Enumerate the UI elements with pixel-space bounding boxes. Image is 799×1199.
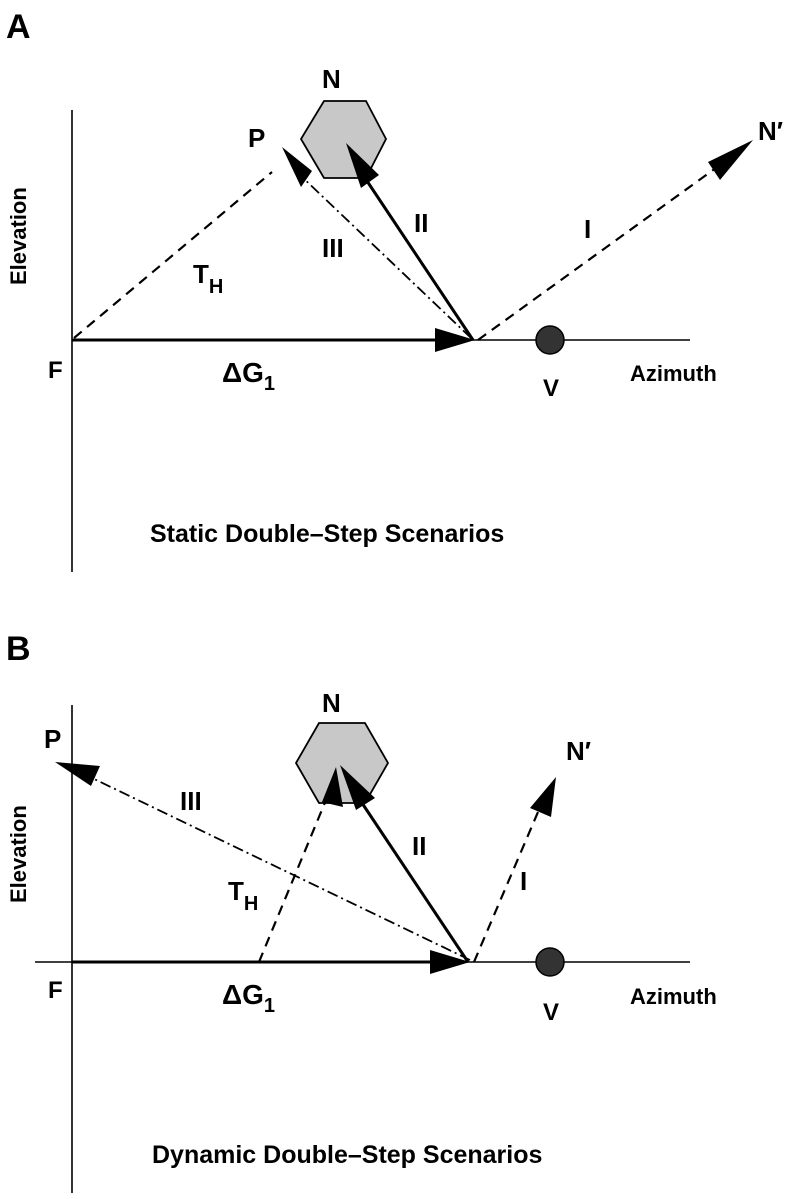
route-iii-vector	[89, 776, 471, 961]
point-v-circle	[535, 325, 565, 355]
target-p-label: P	[248, 123, 265, 153]
elevation-axis-label: Elevation	[6, 187, 31, 285]
route-ii-arrowhead	[346, 143, 379, 188]
elevation-axis-label: Elevation	[6, 805, 31, 903]
target-n-hexagon	[294, 722, 390, 804]
point-v-circle	[535, 947, 565, 977]
route-i-vector	[477, 164, 721, 341]
th-label: TH	[228, 876, 258, 915]
delta-g1-label: ΔG1	[222, 357, 275, 395]
route-ii-arrowhead	[340, 765, 375, 810]
delta-g1-label: ΔG1	[222, 979, 275, 1017]
route-ii-vector	[363, 177, 475, 341]
route-i-vector	[472, 811, 540, 963]
route-i-arrowhead	[708, 140, 753, 180]
azimuth-axis-label: Azimuth	[630, 361, 717, 386]
panel-b: B Elevation Azimuth F N V ΔG1 TH P III I…	[6, 630, 717, 1193]
th-arrowhead	[322, 767, 343, 807]
target-p-label: P	[44, 724, 61, 754]
target-n-prime-label: N′	[758, 116, 783, 146]
target-n-prime-label: N′	[566, 736, 591, 766]
panel-letter: B	[6, 630, 31, 668]
delta-g1-arrowhead	[435, 328, 475, 352]
panel-caption: Static Double–Step Scenarios	[150, 520, 504, 548]
origin-label: F	[48, 977, 63, 1004]
target-n-label: N	[322, 64, 341, 94]
route-iii-label: III	[322, 233, 344, 263]
point-v-label: V	[543, 999, 559, 1026]
route-ii-label: II	[412, 831, 426, 861]
delta-g1-arrowhead	[430, 950, 470, 974]
route-iii-label: III	[180, 786, 202, 816]
panel-letter: A	[6, 8, 31, 46]
route-ii-vector	[358, 799, 470, 963]
origin-label: F	[48, 357, 63, 384]
point-v-label: V	[543, 375, 559, 402]
route-ii-label: II	[414, 208, 428, 238]
p-arrowhead	[55, 762, 100, 786]
th-vector	[257, 799, 328, 963]
target-n-label: N	[322, 688, 341, 718]
route-i-arrowhead	[530, 777, 556, 817]
panel-caption: Dynamic Double–Step Scenarios	[152, 1141, 542, 1169]
target-n-hexagon	[299, 100, 388, 179]
th-vector	[73, 171, 273, 339]
route-iii-vector	[299, 174, 472, 339]
route-i-label: I	[584, 214, 591, 244]
p-arrowhead	[282, 147, 312, 187]
azimuth-axis-label: Azimuth	[630, 984, 717, 1009]
panel-a: A Elevation Azimuth F N V ΔG1 TH P III I…	[6, 8, 783, 572]
route-i-label: I	[520, 866, 527, 896]
th-label: TH	[193, 259, 223, 298]
